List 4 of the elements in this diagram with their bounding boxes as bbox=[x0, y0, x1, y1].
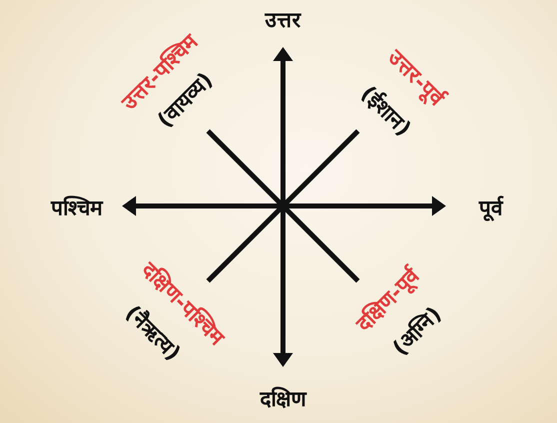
direction-label: पश्चिम bbox=[51, 196, 103, 220]
direction-label: पूर्व bbox=[479, 196, 503, 220]
direction-label: दक्षिण bbox=[260, 386, 306, 412]
direction-label: उत्तर bbox=[265, 8, 301, 32]
